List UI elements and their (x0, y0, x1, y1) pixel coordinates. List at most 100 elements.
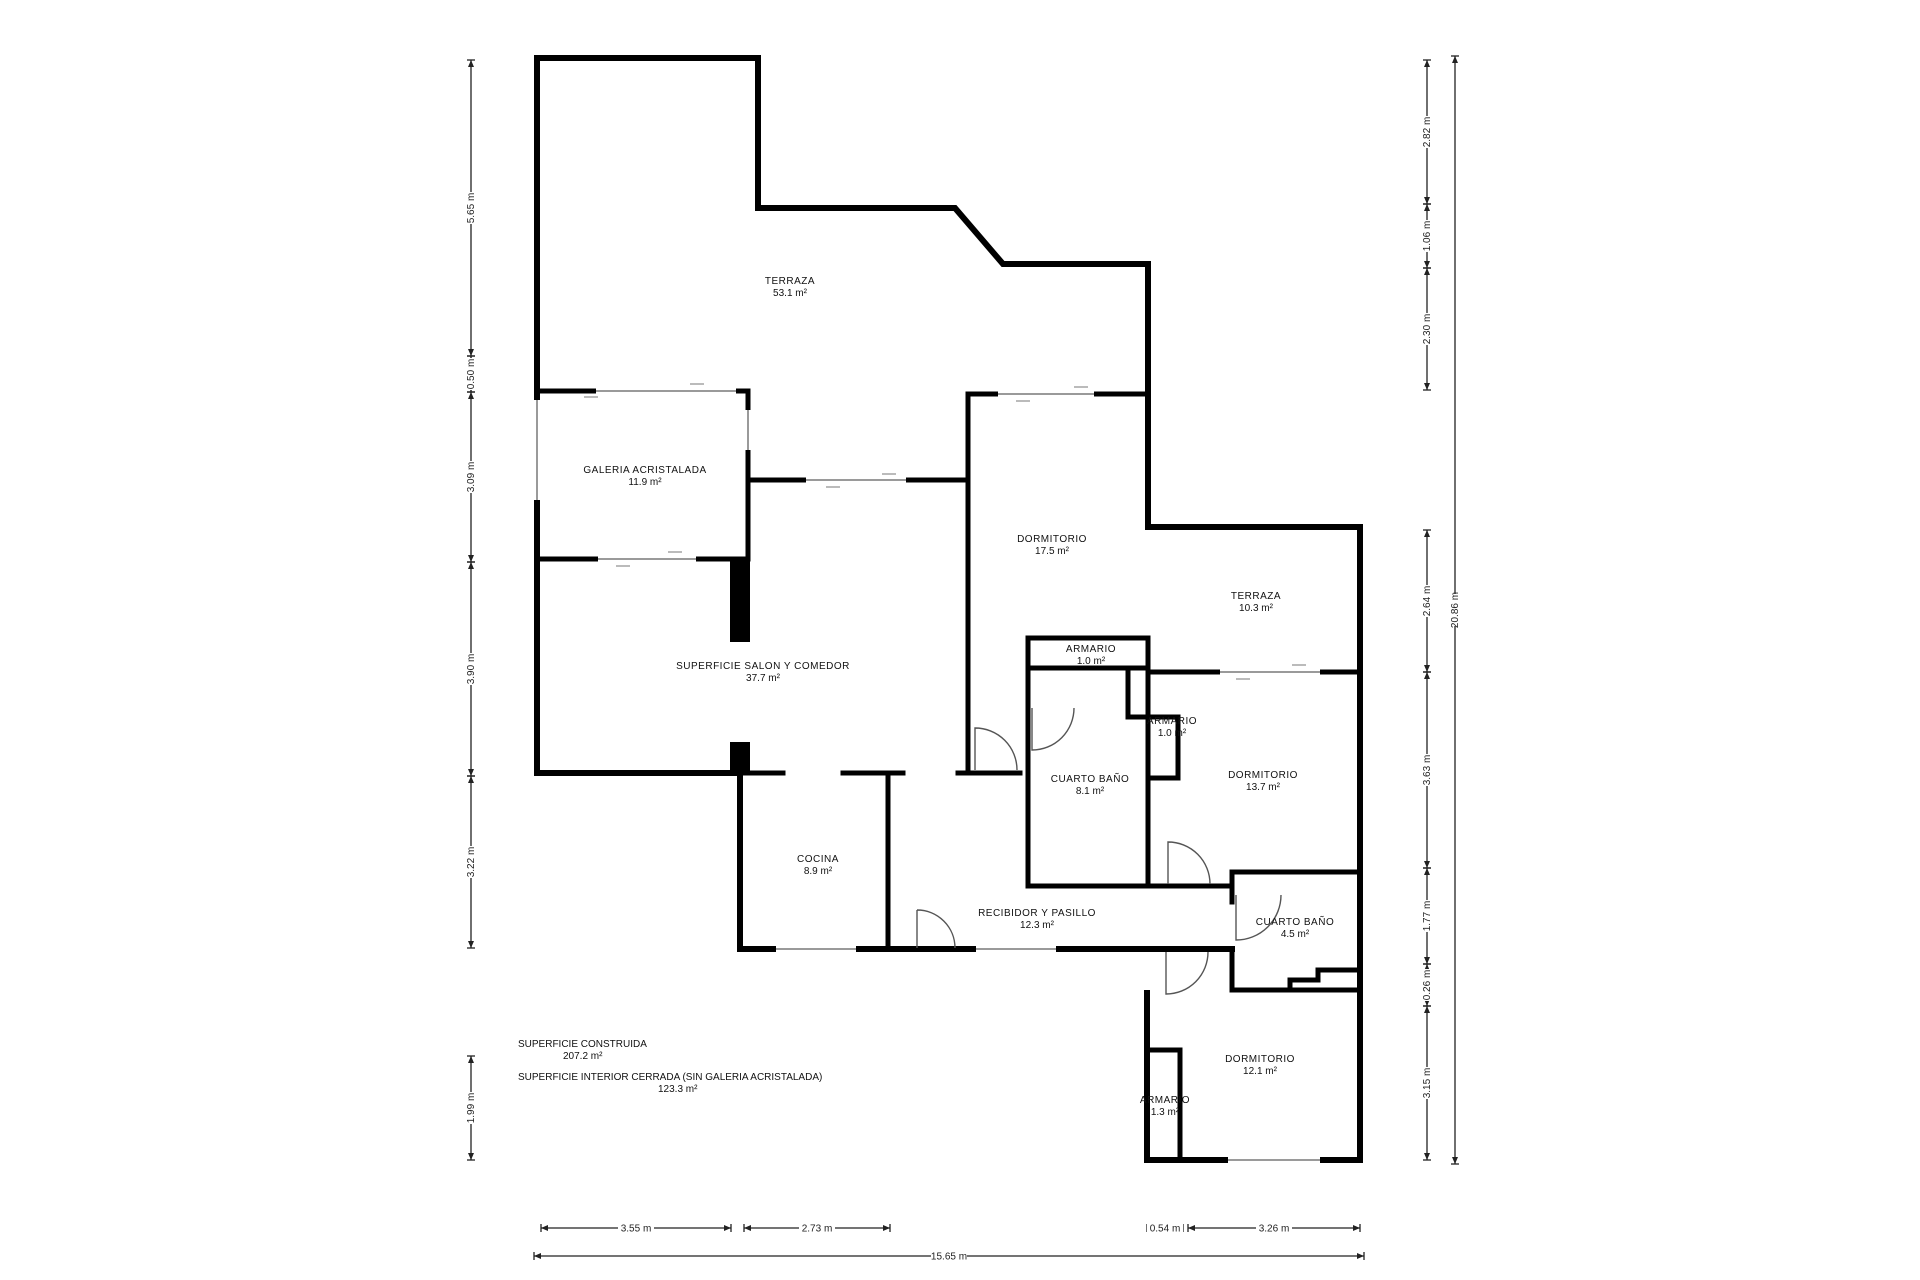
pier-salon-upper (730, 558, 750, 642)
dim-total-right-label-bg-0 (1449, 594, 1461, 626)
area-dormitorio-3: 12.1 m² (1243, 1066, 1278, 1077)
dim-bottom-arrow-right-1 (883, 1225, 890, 1231)
dimension-lines: 5.65 m0.50 m3.09 m3.90 m3.22 m1.99 m2.82… (465, 55, 1461, 1263)
dim-left-label-bg-1 (465, 358, 477, 390)
dim-right-arrow-top-4 (1424, 672, 1430, 679)
outer-wall-right-top (1145, 387, 1363, 1163)
wall-dormitorio1 (965, 391, 1151, 775)
dim-bottom-label-1: 2.73 m (802, 1224, 833, 1235)
dim-total-right-arrow-top-0 (1452, 56, 1458, 63)
dim-bottom-label-bg-2 (1147, 1221, 1183, 1235)
dim-right-arrow-bottom-0 (1424, 197, 1430, 204)
wall-bano2 (1229, 947, 1361, 993)
label-cuarto-bano-2: CUARTO BAÑO (1256, 915, 1334, 928)
dim-right-arrow-bottom-5 (1424, 957, 1430, 964)
dim-right-label-7: 3.15 m (1422, 1068, 1433, 1099)
dim-bottom-arrow-left-3 (1188, 1225, 1195, 1231)
dim-right-label-6: 0.26 m (1422, 970, 1433, 1001)
dim-left-arrow-bottom-3 (468, 769, 474, 776)
dim-left-label-2: 3.09 m (466, 462, 477, 493)
outer-wall-bottom-left (534, 770, 1235, 952)
dim-left-arrow-bottom-4 (468, 941, 474, 948)
dim-left-arrow-top-4 (468, 776, 474, 783)
wall-armario2 (1125, 665, 1181, 781)
dim-right-label-bg-0 (1421, 116, 1433, 148)
area-summary: SUPERFICIE CONSTRUIDA 207.2 m² SUPERFICI… (518, 1039, 822, 1095)
area-galeria: 11.9 m² (628, 477, 662, 488)
dim-right-label-bg-7 (1421, 1067, 1433, 1099)
label-dormitorio-3: DORMITORIO (1225, 1054, 1295, 1065)
dim-left-label-1: 0.50 m (466, 359, 477, 390)
walls (534, 55, 1363, 1163)
dim-right-label-bg-2 (1421, 313, 1433, 345)
dim-bottom-arrow-right-3 (1353, 1225, 1360, 1231)
dim-bottom-arrow-left-0 (541, 1225, 548, 1231)
summary-interior-label: SUPERFICIE INTERIOR CERRADA (SIN GALERIA… (518, 1072, 822, 1083)
dim-right-arrow-top-2 (1424, 268, 1430, 275)
dim-right-label-0: 2.82 m (1422, 117, 1433, 148)
dim-total-bottom-label-bg-0 (931, 1249, 967, 1263)
dim-right-arrow-top-7 (1424, 1006, 1430, 1013)
dim-bottom-label-0: 3.55 m (621, 1224, 652, 1235)
dim-left-arrow-bottom-0 (468, 349, 474, 356)
windows (532, 386, 1320, 1165)
area-terraza-small: 10.3 m² (1239, 603, 1274, 614)
label-recibidor: RECIBIDOR Y PASILLO (978, 908, 1096, 919)
dim-right-arrow-top-0 (1424, 60, 1430, 67)
dim-right-label-3: 2.64 m (1422, 586, 1433, 617)
label-dormitorio-1: DORMITORIO (1017, 534, 1087, 545)
dim-left-label-bg-4 (465, 846, 477, 878)
dim-right-label-bg-4 (1421, 754, 1433, 786)
dim-total-bottom-arrow-left-0 (534, 1253, 541, 1259)
label-dormitorio-2: DORMITORIO (1228, 770, 1298, 781)
dim-right-label-5: 1.77 m (1422, 901, 1433, 932)
dim-left-arrow-top-2 (468, 392, 474, 399)
label-armario-2: ARMARIO (1147, 716, 1197, 727)
label-salon: SUPERFICIE SALON Y COMEDOR (676, 661, 850, 672)
dim-left-label-bg-3 (465, 653, 477, 685)
dim-right-arrow-top-1 (1424, 204, 1430, 211)
area-armario-1: 1.0 m² (1077, 656, 1106, 667)
pier-salon-lower (730, 742, 750, 774)
dim-left-label-0: 5.65 m (466, 193, 477, 224)
dim-right-label-1: 1.06 m (1422, 221, 1433, 252)
dim-bottom-label-bg-3 (1256, 1221, 1292, 1235)
dim-total-right-arrow-bottom-0 (1452, 1157, 1458, 1164)
label-cocina: COCINA (797, 854, 839, 865)
dim-left-arrow-top-0 (468, 60, 474, 67)
wall-dorm2-bottom (1145, 869, 1363, 905)
label-terraza-small: TERRAZA (1231, 591, 1281, 602)
dim-right-arrow-bottom-7 (1424, 1153, 1430, 1160)
dim-right-arrow-top-5 (1424, 868, 1430, 875)
area-salon: 37.7 m² (746, 673, 781, 684)
dim-left-label-bg-2 (465, 461, 477, 493)
dim-total-right-label-0: 20.86 m (1450, 592, 1461, 628)
dim-right-arrow-bottom-1 (1424, 261, 1430, 268)
dim-left-arrow-top-5 (468, 1056, 474, 1063)
dim-bottom-arrow-right-0 (724, 1225, 731, 1231)
dim-bottom-label-3: 3.26 m (1259, 1224, 1290, 1235)
summary-interior-value: 123.3 m² (658, 1084, 698, 1095)
dim-right-arrow-bottom-3 (1424, 665, 1430, 672)
dim-right-label-bg-1 (1421, 220, 1433, 252)
dim-bottom-label-2: 0.54 m (1150, 1224, 1181, 1235)
dim-total-bottom-label-0: 15.65 m (931, 1252, 967, 1263)
summary-construida-label: SUPERFICIE CONSTRUIDA (518, 1039, 647, 1050)
doors (916, 707, 1282, 995)
area-cuarto-bano-1: 8.1 m² (1076, 786, 1105, 797)
dim-bottom-label-bg-0 (618, 1221, 654, 1235)
dim-right-label-4: 3.63 m (1422, 755, 1433, 786)
dim-right-arrow-bottom-4 (1424, 861, 1430, 868)
dim-left-label-5: 1.99 m (466, 1093, 477, 1124)
label-galeria: GALERIA ACRISTALADA (583, 465, 706, 476)
area-dormitorio-2: 13.7 m² (1246, 782, 1281, 793)
dim-left-label-3: 3.90 m (466, 654, 477, 685)
sliding-arrows (584, 383, 1306, 680)
room-labels: TERRAZA 53.1 m² GALERIA ACRISTALADA 11.9… (583, 276, 1334, 1118)
dim-bottom-label-bg-1 (799, 1221, 835, 1235)
outer-wall-bottom-right (1144, 990, 1311, 1163)
label-cuarto-bano-1: CUARTO BAÑO (1051, 772, 1129, 785)
dim-left-arrow-top-3 (468, 562, 474, 569)
area-armario-3: 1.3 m² (1151, 1107, 1180, 1118)
